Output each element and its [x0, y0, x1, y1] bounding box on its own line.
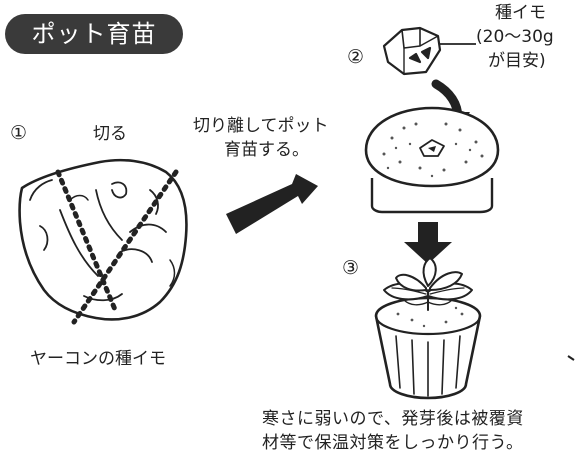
page-title: ポット育苗 — [31, 20, 157, 48]
seed-piece-guide: が目安) — [488, 51, 546, 71]
care-note-line1: 寒さに弱いので、発芽後は被覆資 — [262, 409, 524, 429]
tuber-illustration — [18, 158, 188, 325]
stray-mark — [567, 355, 575, 361]
seed-tuber-caption: ヤーコンの種イモ — [30, 349, 166, 369]
step-3-number: ③ — [342, 257, 360, 279]
arrow-down-icon — [404, 222, 452, 264]
step-2-number: ② — [347, 46, 365, 68]
cut-note-line2: 育苗する。 — [224, 140, 309, 160]
step-1-number: ① — [10, 122, 28, 144]
title-badge: ポット育苗 — [5, 14, 183, 54]
arrow-right-icon — [226, 174, 318, 234]
pot-with-seed-illustration — [364, 106, 500, 214]
care-note-line2: 材等で保温対策をしっかり行う。 — [262, 433, 524, 453]
cut-note-line1: 切り離してポット — [193, 116, 329, 136]
step-1-label: 切る — [93, 124, 127, 144]
seed-piece-illustration — [382, 26, 476, 76]
seed-piece-size: (20～30g — [476, 27, 554, 47]
seed-piece-title: 種イモ — [495, 3, 546, 23]
pot-with-seedling-illustration — [374, 257, 482, 400]
